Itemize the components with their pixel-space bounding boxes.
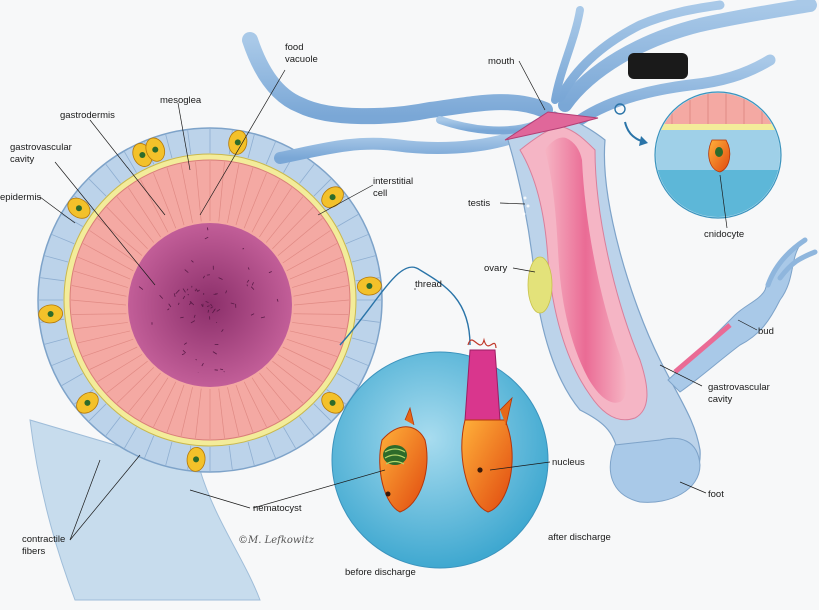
label-cell: cell	[373, 188, 387, 199]
label-mesoglea: mesoglea	[160, 95, 202, 106]
label-cavity-left: cavity	[10, 154, 35, 165]
cross-section	[30, 128, 382, 600]
artist-signature: ©M. Lefkowitz	[238, 535, 315, 546]
label-thread: thread	[415, 279, 442, 290]
label-foot: foot	[708, 489, 724, 500]
label-before-discharge: before discharge	[345, 567, 416, 578]
label-cnidocyte: cnidocyte	[704, 229, 744, 240]
label-food: food	[285, 42, 304, 53]
label-gastrovascular-right: gastrovascular	[708, 382, 770, 393]
label-after-discharge: after discharge	[548, 532, 611, 543]
label-cavity-right: cavity	[708, 394, 733, 405]
bud	[668, 245, 800, 392]
label-ovary: ovary	[484, 263, 507, 274]
ovary	[528, 257, 552, 313]
label-fibers: fibers	[22, 546, 45, 557]
label-interstitial: interstitial	[373, 176, 413, 187]
foot	[610, 438, 700, 502]
label-vacuole: vacuole	[285, 54, 318, 65]
label-testis: testis	[468, 198, 490, 209]
cnidocyte-inset	[615, 92, 785, 230]
redaction-box	[628, 53, 688, 79]
label-gastrovascular-left: gastrovascular	[10, 142, 72, 153]
label-mouth: mouth	[488, 56, 514, 67]
label-nematocyst: nematocyst	[253, 503, 302, 514]
label-gastrodermis: gastrodermis	[60, 110, 115, 121]
gastrovascular-cavity	[128, 223, 292, 387]
label-bud: bud	[758, 326, 774, 337]
label-nucleus: nucleus	[552, 457, 585, 468]
label-epidermis: epidermis	[0, 192, 41, 203]
label-contractile: contractile	[22, 534, 65, 545]
nematocyst-after	[462, 340, 512, 512]
